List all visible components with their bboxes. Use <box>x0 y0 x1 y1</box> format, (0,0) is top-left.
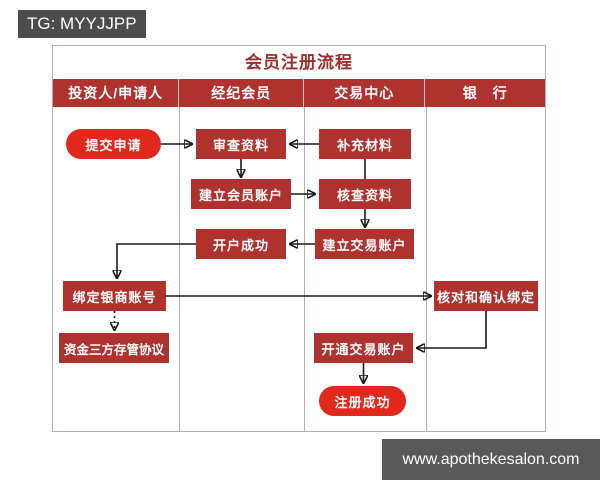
node-create-trading-account: 建立交易账户 <box>315 229 414 259</box>
flowchart-title: 会员注册流程 <box>245 53 353 72</box>
node-verify-materials: 核查资料 <box>319 179 411 209</box>
watermark-badge: www.apothekesalon.com <box>382 439 600 480</box>
column-header-bank: 银 行 <box>424 79 545 107</box>
node-open-trading-account: 开通交易账户 <box>314 333 413 363</box>
node-check-confirm-binding: 核对和确认绑定 <box>434 281 538 311</box>
telegram-badge: TG: MYYJJPP <box>18 10 146 38</box>
node-create-member-account: 建立会员账户 <box>191 179 291 209</box>
node-bind-bank-account: 绑定银商账号 <box>63 281 166 311</box>
column-header-trading-center: 交易中心 <box>302 79 425 107</box>
node-supplement-materials: 补充材料 <box>319 129 411 159</box>
node-account-opened: 开户成功 <box>196 229 286 259</box>
node-tripartite-custody-agreement: 资金三方存管协议 <box>59 333 169 363</box>
node-review-materials: 审查资料 <box>196 129 286 159</box>
column-header-broker: 经纪会员 <box>178 79 303 107</box>
node-registration-success: 注册成功 <box>319 386 406 416</box>
column-header-investor: 投资人/申请人 <box>68 85 164 101</box>
column-divider <box>179 107 180 431</box>
flowchart-frame: 会员注册流程 投资人/申请人 经纪会员 交易中心 银 行 <box>52 45 546 432</box>
node-submit-application: 提交申请 <box>66 129 161 159</box>
column-header-row: 投资人/申请人 经纪会员 交易中心 银 行 <box>53 79 545 107</box>
arrow-opened-to-bind <box>117 243 196 278</box>
arrow-confirm-to-open-trading <box>417 311 487 348</box>
column-divider <box>426 107 427 431</box>
column-divider <box>304 107 305 431</box>
